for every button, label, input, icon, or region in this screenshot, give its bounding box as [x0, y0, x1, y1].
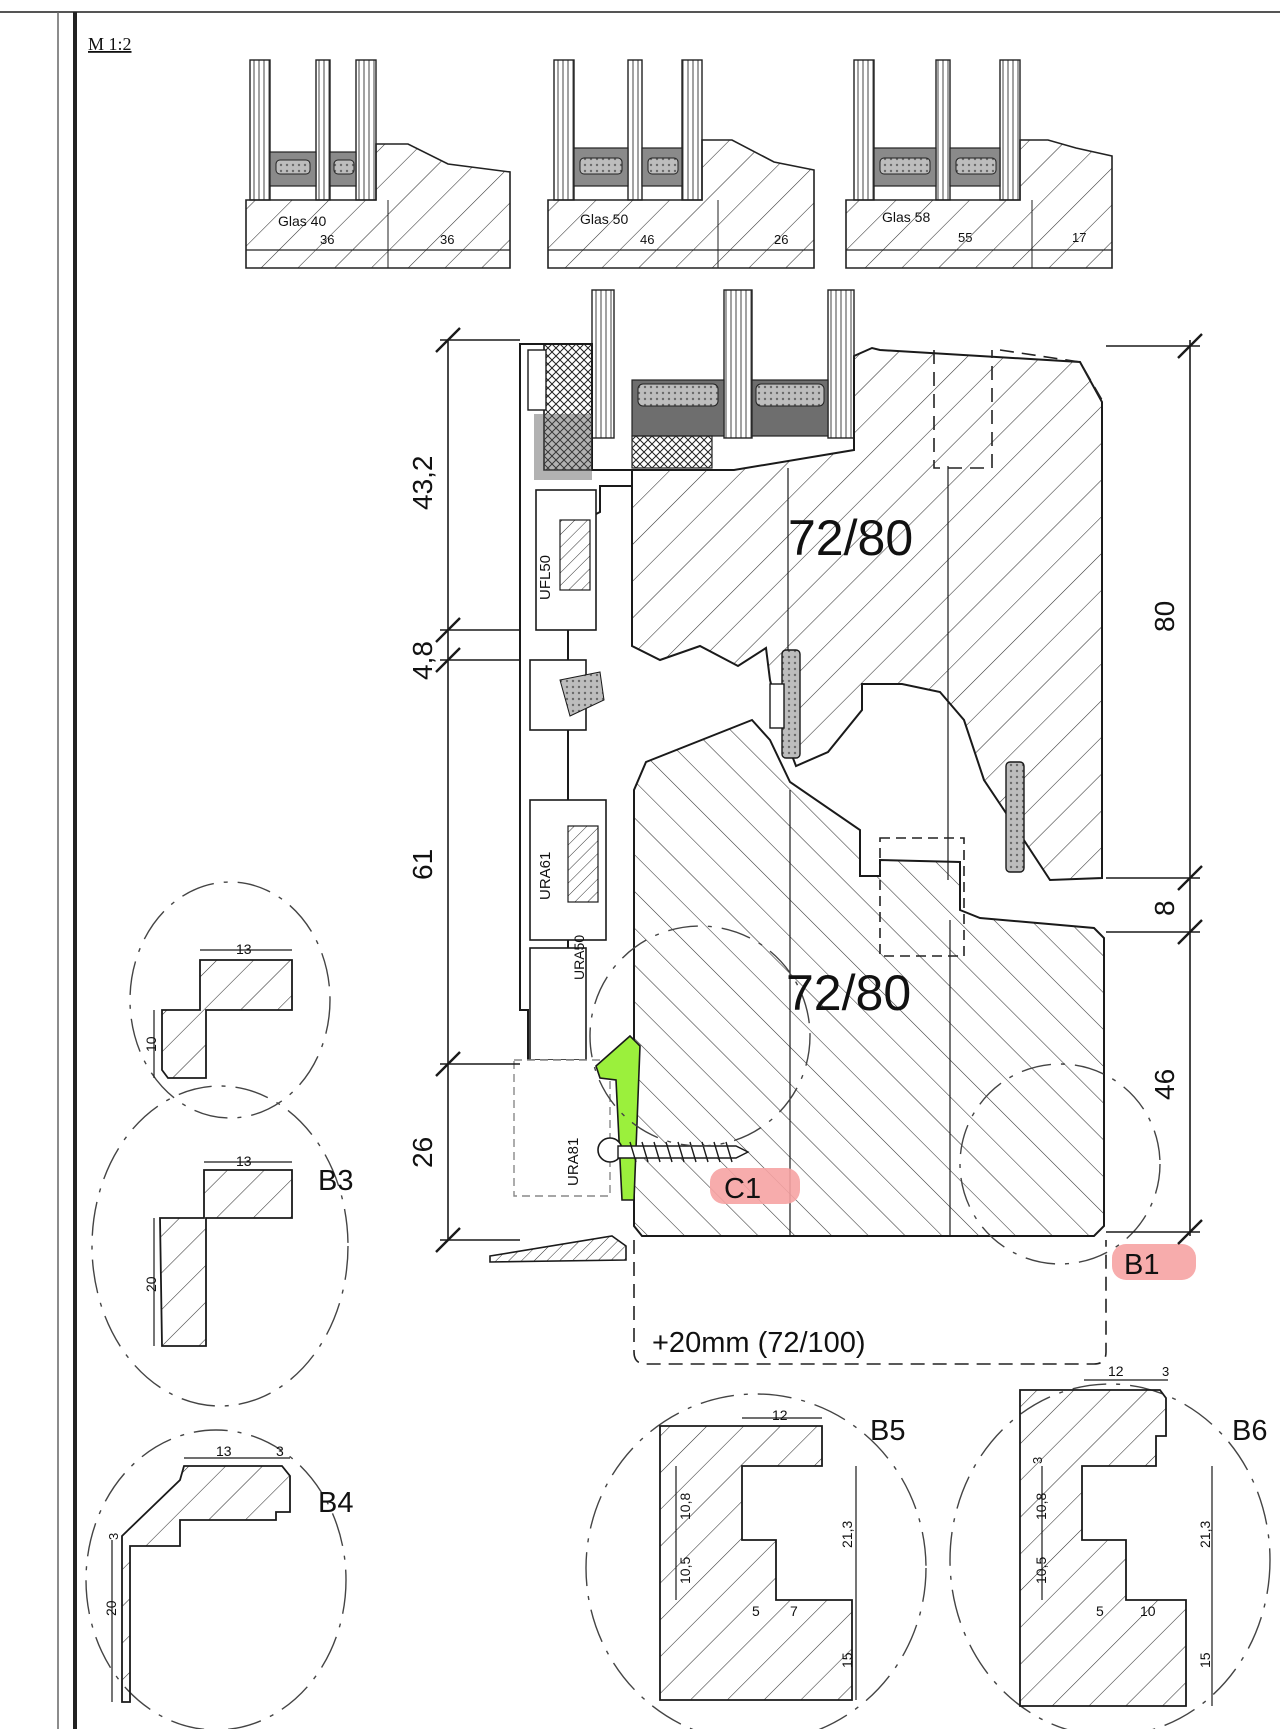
sash-outline-dashed	[933, 349, 1103, 469]
glass-detail-2: Glas 50 46 26	[547, 59, 815, 269]
detail-label-b5: B5	[870, 1415, 905, 1447]
detail-label-b6: B6	[1232, 1415, 1267, 1447]
glass-dim-a: 46	[640, 232, 654, 247]
glass-detail-3: Glas 58 55 17	[845, 59, 1113, 269]
glass-label: Glas 50	[580, 211, 628, 227]
detail-b3-width: 13	[236, 1153, 252, 1169]
glass-dim-a: 36	[320, 232, 334, 247]
detail-b4-small: 3	[106, 1533, 121, 1540]
lower-frame	[633, 718, 1105, 1237]
glass-dim-b: 17	[1072, 230, 1086, 245]
detail-circle-c1	[589, 925, 811, 1147]
gaskets	[769, 649, 1025, 873]
extension-note: +20mm (72/100)	[652, 1327, 866, 1359]
component-label-ura50: URA50	[571, 935, 587, 980]
detail-circle-b1	[959, 1063, 1161, 1265]
glass-dim-a: 55	[958, 230, 972, 245]
detail-label-b3: B3	[318, 1165, 353, 1197]
detail-b6-bottom: 15	[1197, 1652, 1213, 1668]
right-dim-8: 8	[1149, 900, 1180, 916]
screw	[597, 1137, 750, 1163]
marker-c1: C1	[724, 1173, 761, 1205]
green-clip-highlight	[595, 1034, 641, 1201]
glass-detail-1: Glas 40 36 36	[245, 59, 511, 269]
detail-small-height: 10	[143, 1036, 159, 1052]
detail-b6-w2: 10	[1140, 1603, 1156, 1619]
component-label-ufl50: UFL50	[537, 555, 554, 600]
detail-b6-w1: 5	[1096, 1603, 1104, 1619]
detail-b5-bottom: 15	[839, 1652, 855, 1668]
glass-dim-b: 26	[774, 232, 788, 247]
detail-b4-height: 20	[103, 1600, 119, 1616]
right-dim-46: 46	[1149, 1069, 1180, 1100]
left-dim-43-2: 43,2	[407, 456, 438, 511]
left-dim-4-8: 4,8	[407, 641, 438, 680]
detail-label-b4: B4	[318, 1487, 353, 1519]
glass-dim-b: 36	[440, 232, 454, 247]
detail-b5-w1: 5	[752, 1603, 760, 1619]
detail-b5-total: 21,3	[839, 1521, 855, 1548]
aluminium-profiles	[489, 343, 641, 1263]
detail-b5: 12 10,8 10,5 21,3 15 5 7 B5	[585, 1393, 927, 1734]
profile-label-lower: 72/80	[786, 965, 911, 1021]
left-dim-61: 61	[407, 849, 438, 880]
detail-b6-total: 21,3	[1197, 1521, 1213, 1548]
component-label-ura61: URA61	[537, 852, 554, 900]
marker-b1-highlight	[1112, 1244, 1196, 1280]
left-dim-26: 26	[407, 1137, 438, 1168]
profile-label-upper: 72/80	[788, 510, 913, 566]
detail-small-width: 13	[236, 941, 252, 957]
extension-outline	[633, 1240, 1107, 1365]
detail-b3-height: 20	[143, 1276, 159, 1292]
marker-c1-highlight	[710, 1168, 800, 1204]
right-dimension-chain	[1106, 333, 1203, 1245]
glazing	[591, 289, 855, 469]
detail-b6-step: 3	[1162, 1364, 1169, 1379]
detail-b6-d2: 10,5	[1033, 1557, 1049, 1584]
detail-b6-d1: 10,8	[1033, 1493, 1049, 1520]
detail-b4: 13 3 3 20 B4	[85, 1429, 353, 1731]
component-label-ura81: URA81	[565, 1138, 582, 1186]
detail-b6-top: 12	[1108, 1363, 1124, 1379]
detail-b4-step: 3	[276, 1443, 284, 1459]
detail-b5-d1: 10,8	[677, 1493, 693, 1520]
glass-label: Glas 58	[882, 209, 930, 225]
detail-b4-width: 13	[216, 1443, 232, 1459]
detail-b6-small: 3	[1030, 1457, 1045, 1464]
detail-b5-w2: 7	[790, 1603, 798, 1619]
main-section: +20mm (72/100) 72/80 72/80 UFL50 URA61 U…	[407, 289, 1203, 1365]
detail-b6: 12 3 3 10,8 10,5 21,3 15 5 10 B6	[949, 1363, 1271, 1734]
detail-b5-top: 12	[772, 1407, 788, 1423]
left-dimension-chain	[435, 327, 520, 1253]
glass-label: Glas 40	[278, 213, 326, 229]
right-dim-80: 80	[1149, 601, 1180, 632]
upper-sash	[631, 346, 1103, 882]
detail-b3: 13 20 B3	[91, 1085, 353, 1407]
marker-b1: B1	[1124, 1249, 1159, 1281]
detail-small: 13 10	[129, 881, 331, 1119]
scale-label: M 1:2	[88, 34, 132, 54]
sheet-frame	[0, 11, 1280, 1729]
detail-b5-d2: 10,5	[677, 1557, 693, 1584]
